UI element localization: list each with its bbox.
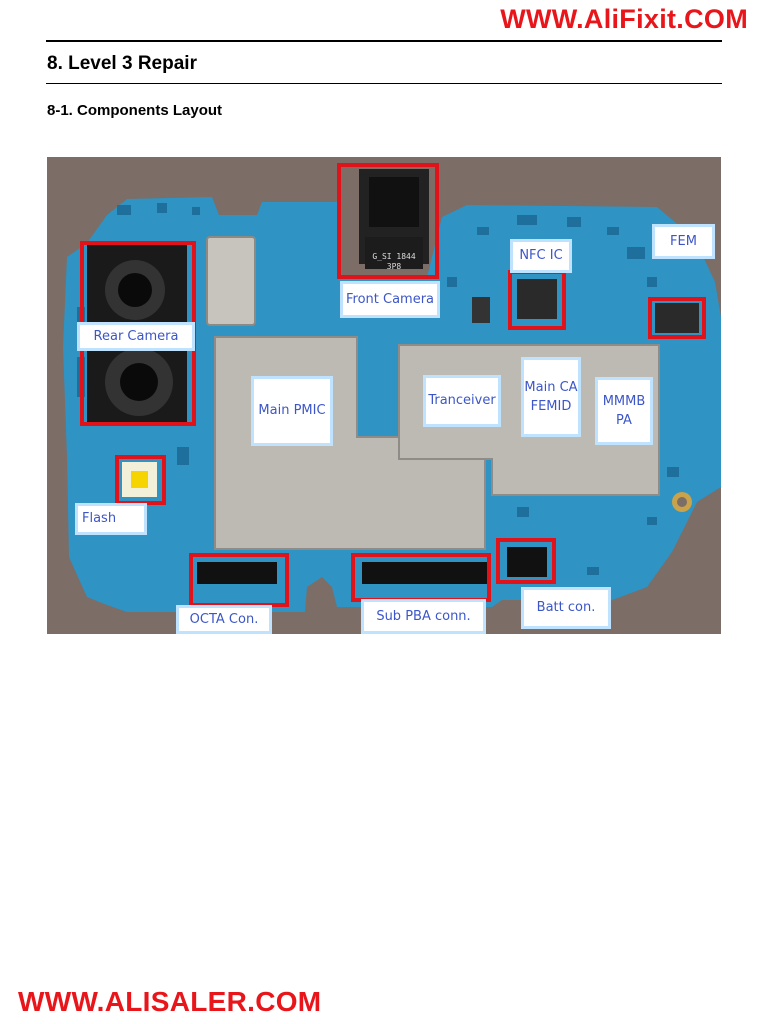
fem-chip <box>655 303 699 333</box>
octa-connector <box>197 562 277 584</box>
label-rear-camera: Rear Camera <box>77 322 195 351</box>
label-front-camera: Front Camera <box>340 281 440 318</box>
highlight-front-camera <box>337 163 439 279</box>
title-rule <box>46 83 722 84</box>
header-rule <box>46 40 722 42</box>
highlight-batt-con <box>496 538 556 584</box>
label-octa-con: OCTA Con. <box>176 605 272 634</box>
label-batt-con: Batt con. <box>521 587 611 629</box>
label-main-ca-femid: Main CA FEMID <box>521 357 581 437</box>
label-sub-pba-conn: Sub PBA conn. <box>361 599 486 634</box>
label-flash: Flash <box>75 503 147 535</box>
highlight-fem <box>648 297 706 339</box>
label-mmmb-pa: MMMB PA <box>595 377 653 445</box>
sub-pba-connector <box>362 562 487 584</box>
watermark-top: WWW.AliFixit.COM <box>500 4 748 34</box>
metal-can-small <box>206 236 256 326</box>
section-title: 8. Level 3 Repair <box>47 53 197 74</box>
label-fem: FEM <box>652 224 715 259</box>
label-main-pmic: Main PMIC <box>251 376 333 446</box>
label-tranceiver: Tranceiver <box>423 375 501 427</box>
battery-connector <box>507 547 547 577</box>
watermark-bottom: WWW.ALISALER.COM <box>18 986 322 1017</box>
subsection-title: 8-1. Components Layout <box>47 102 223 119</box>
nfc-chip <box>517 279 557 319</box>
label-nfc-ic: NFC IC <box>510 239 572 273</box>
small-connector <box>472 297 490 323</box>
